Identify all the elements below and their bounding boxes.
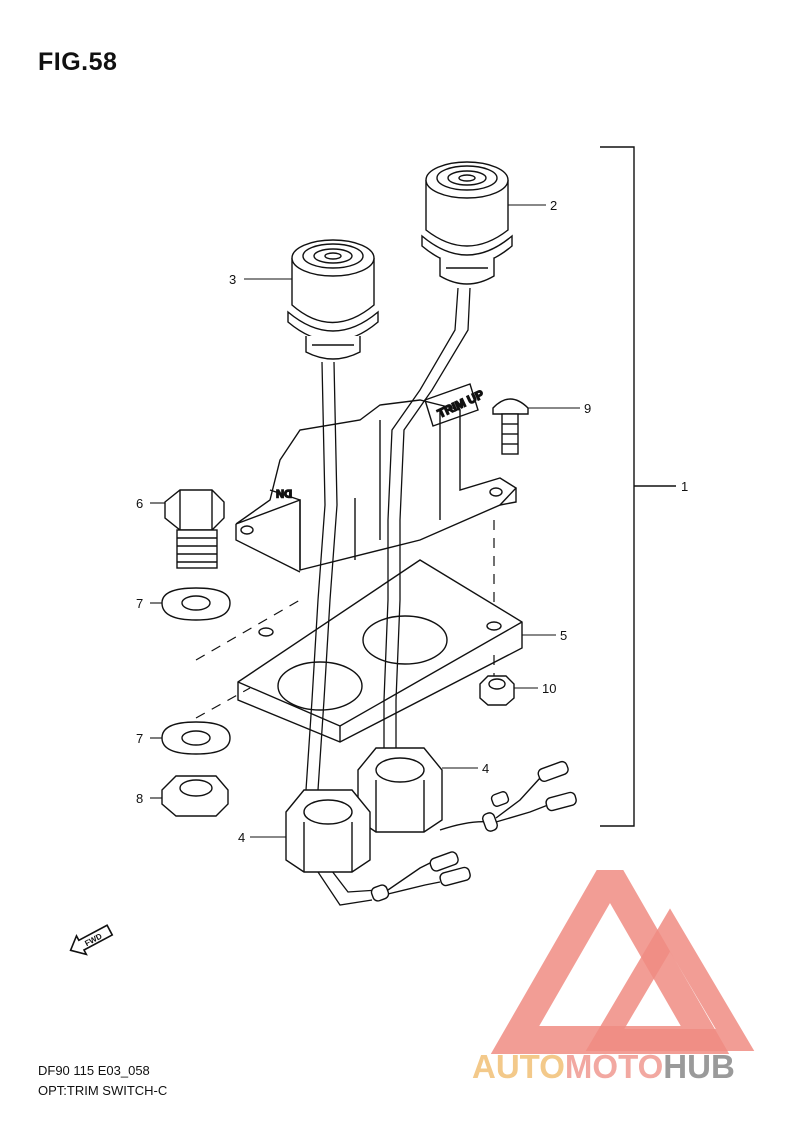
- trim-switch-2: [421, 161, 513, 285]
- assembly-bracket: [600, 146, 635, 827]
- callout-4-right: 4: [482, 761, 489, 776]
- washer-7-lower: [161, 721, 231, 755]
- callout-3: 3: [229, 272, 236, 287]
- footer-model-code: DF90 115 E03_058: [38, 1063, 150, 1078]
- mounting-plate: [237, 559, 523, 743]
- callout-5: 5: [560, 628, 567, 643]
- nut-10: [479, 675, 515, 706]
- callout-10: 10: [542, 681, 556, 696]
- watermark-logo-icon: [490, 870, 755, 1054]
- callout-4-left: 4: [238, 830, 245, 845]
- figure-title: FIG.58: [38, 48, 118, 76]
- callout-9: 9: [584, 401, 591, 416]
- switch-cables: [305, 287, 471, 906]
- switch-bracket: [235, 383, 518, 573]
- grommet-nut-4-right: [357, 747, 443, 833]
- callout-7-upper: 7: [136, 596, 143, 611]
- callout-1: 1: [681, 479, 688, 494]
- trim-switch-3: [287, 239, 379, 360]
- fwd-arrow-icon: FWD: [69, 924, 114, 956]
- wire-terminals-left: [370, 851, 471, 902]
- watermark-brand: AUTOMOTOHUB: [472, 1048, 735, 1085]
- footer-section-name: OPT:TRIM SWITCH-C: [38, 1083, 168, 1098]
- dn-label: DN: [276, 487, 292, 499]
- callout-2: 2: [550, 198, 557, 213]
- bolt-6: [164, 489, 225, 569]
- callout-6: 6: [136, 496, 143, 511]
- callout-8: 8: [136, 791, 143, 806]
- grommet-nut-4-left: [285, 789, 371, 873]
- nut-8: [161, 775, 229, 817]
- washer-7-upper: [161, 587, 231, 621]
- wire-terminals-right: [439, 760, 577, 832]
- screw-9: [492, 398, 529, 455]
- callout-7-lower: 7: [136, 731, 143, 746]
